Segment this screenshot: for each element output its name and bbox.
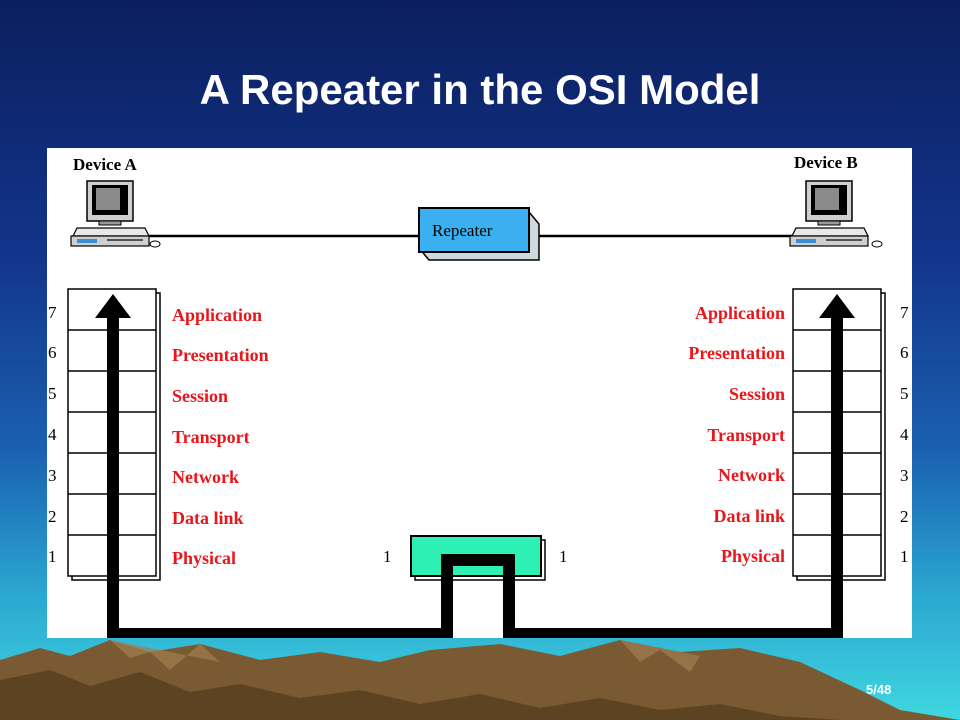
layer-number-left-7: 7 <box>48 303 57 322</box>
layer-name-right-application: Application <box>695 303 785 323</box>
layer-name-right-physical: Physical <box>721 546 785 566</box>
layer-number-left-6: 6 <box>48 343 57 362</box>
layer-name-right-data-link: Data link <box>713 506 785 526</box>
computer-a-icon <box>70 180 161 248</box>
device-a-osi-stack <box>67 288 161 581</box>
layer-name-left-transport: Transport <box>172 427 250 447</box>
up-arrow-right <box>819 294 855 318</box>
layer-name-left-application: Application <box>172 305 262 325</box>
repeater-device: Repeater <box>418 207 540 261</box>
layer-number-left-1: 1 <box>48 547 57 566</box>
layer-number-right-1: 1 <box>900 547 909 566</box>
repeater-label: Repeater <box>432 221 493 240</box>
layer-number-left-2: 2 <box>48 507 57 526</box>
layer-number-left-4: 4 <box>48 425 57 444</box>
repeater-physical-layer-box <box>410 535 546 581</box>
layer-number-right-7: 7 <box>900 303 909 322</box>
data-path <box>107 310 843 640</box>
layer-name-left-physical: Physical <box>172 548 236 568</box>
mountains-decoration <box>0 640 960 720</box>
diagram-panel: Device A Device B <box>47 148 912 640</box>
layer-number-right-4: 4 <box>900 425 909 444</box>
layer-name-right-session: Session <box>729 384 785 404</box>
layer-number-right-5: 5 <box>900 384 909 403</box>
layer-number-left-5: 5 <box>48 384 57 403</box>
computer-b-icon <box>789 180 883 248</box>
layer-name-left-session: Session <box>172 386 228 406</box>
layer-name-right-transport: Transport <box>707 425 785 445</box>
layer-name-left-network: Network <box>172 467 239 487</box>
layer-name-left-data-link: Data link <box>172 508 244 528</box>
repeater-layer-number-left: 1 <box>383 547 392 566</box>
up-arrow-left <box>95 294 131 318</box>
slide-title: A Repeater in the OSI Model <box>199 66 761 113</box>
layer-number-right-2: 2 <box>900 507 909 526</box>
repeater-layer-number-right: 1 <box>559 547 568 566</box>
osi-repeater-diagram: Device A Device B <box>48 153 909 640</box>
layer-name-right-presentation: Presentation <box>688 343 785 363</box>
layer-number-right-3: 3 <box>900 466 909 485</box>
page-number: 5/48 <box>866 682 892 697</box>
device-a-label: Device A <box>73 155 137 174</box>
device-b-label: Device B <box>794 153 858 172</box>
layer-name-left-presentation: Presentation <box>172 345 269 365</box>
layer-name-right-network: Network <box>718 465 785 485</box>
layer-number-left-3: 3 <box>48 466 57 485</box>
layer-number-right-6: 6 <box>900 343 909 362</box>
